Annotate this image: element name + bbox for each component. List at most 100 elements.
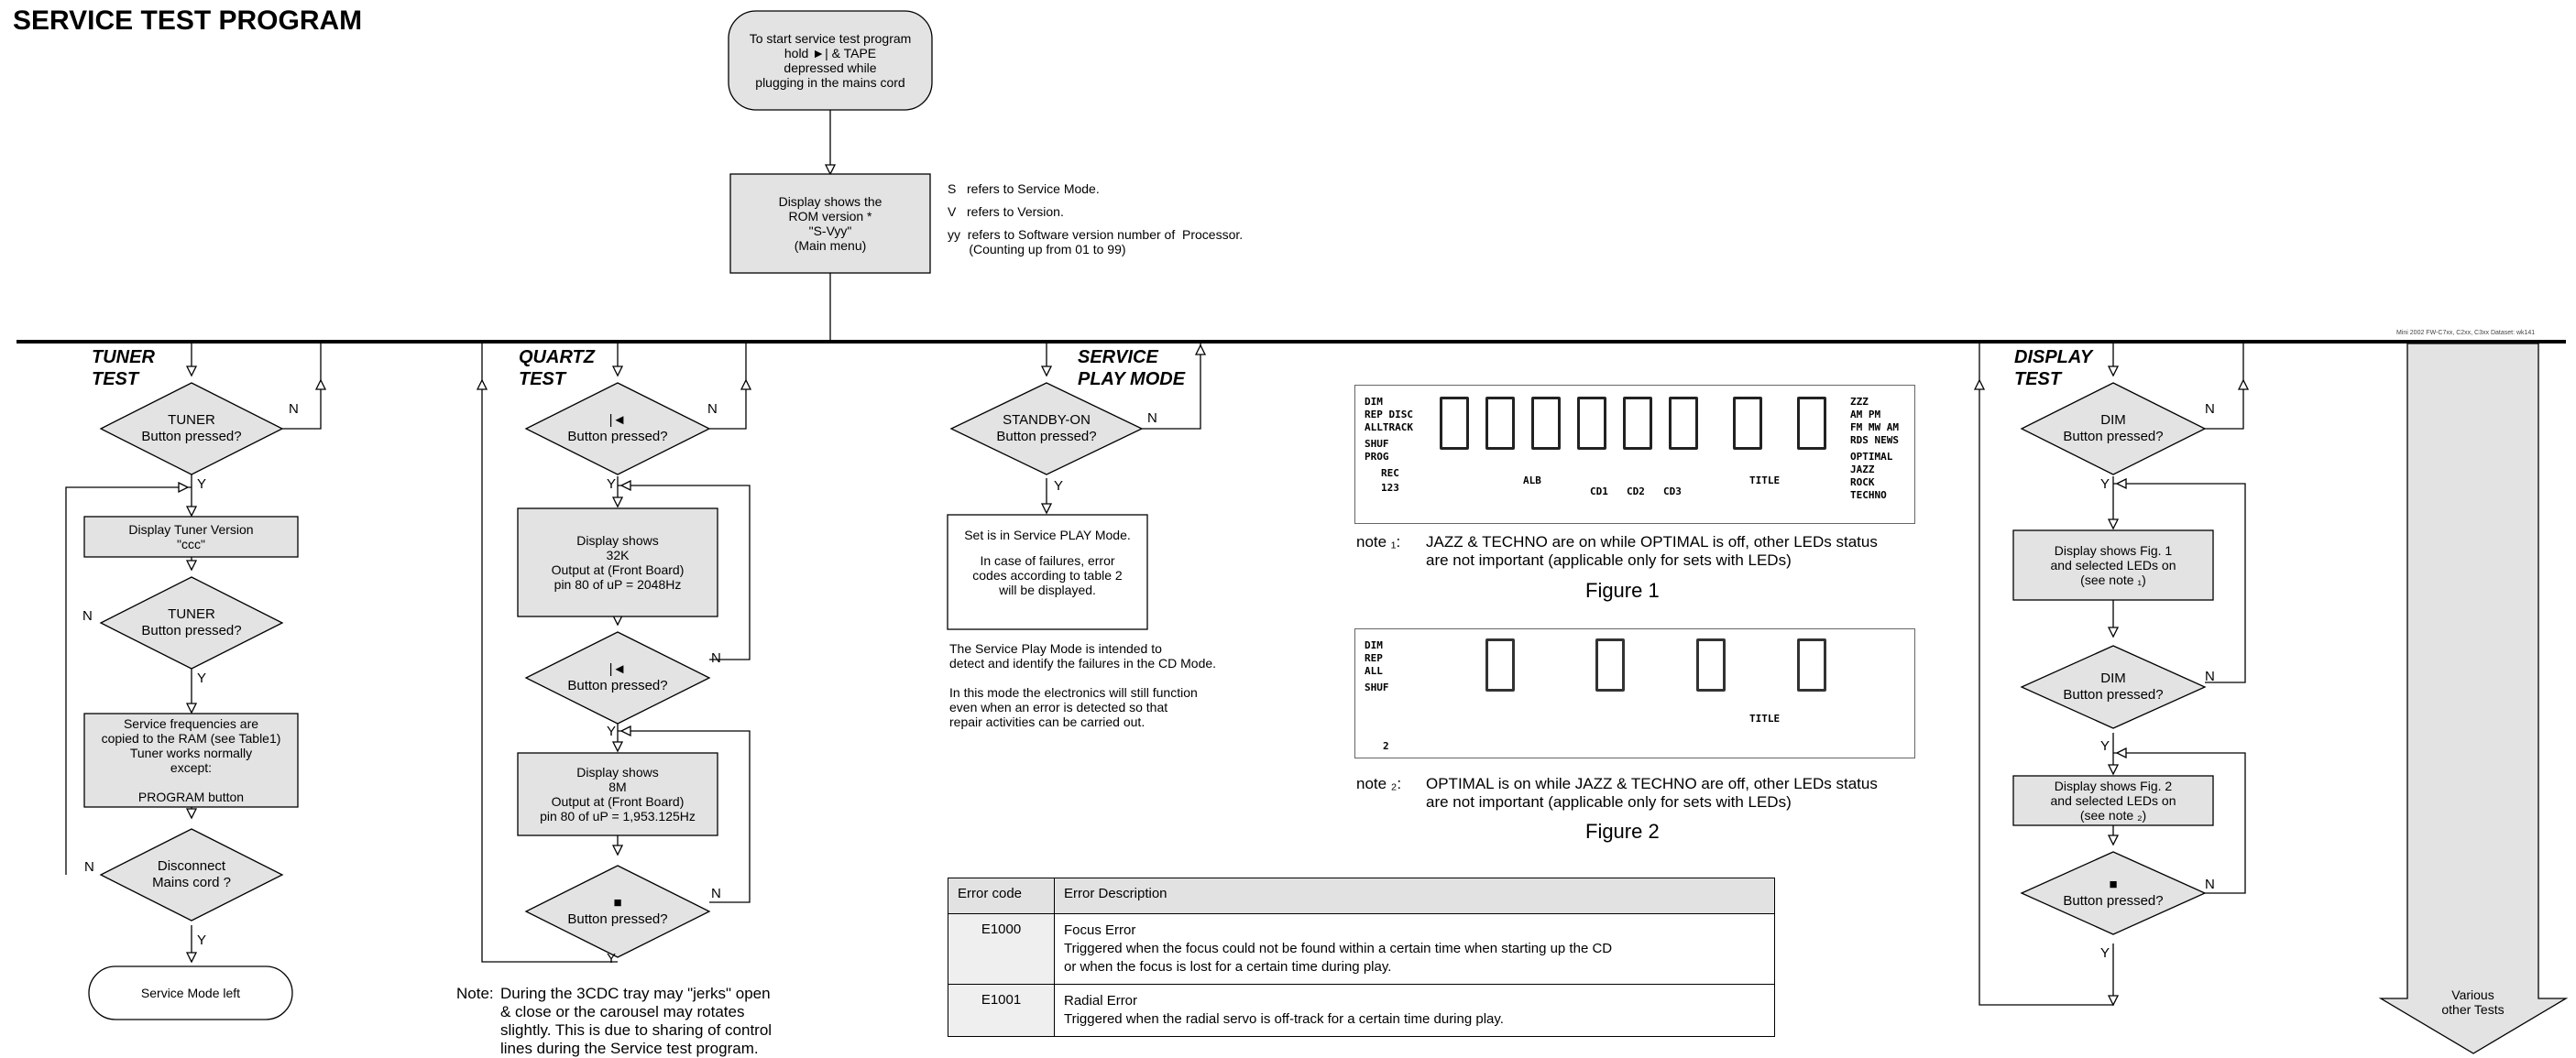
fig1-note-line-2: are not important (applicable only for s…: [1426, 551, 1792, 569]
display-box-2: Display shows Fig. 2 and selected LEDs o…: [2013, 776, 2213, 825]
version-legend: S refers to Service Mode. V refers to Ve…: [948, 181, 1243, 256]
fig1-label-zzz: ZZZ: [1850, 396, 1869, 408]
display-d1-line-1: DIM: [2100, 412, 2126, 428]
tuner-d1-line-1: TUNER: [168, 412, 215, 428]
quartz-box-2: Display shows 8M Output at (Front Board)…: [518, 753, 718, 835]
fig2-segment-3: [1696, 638, 1726, 692]
fig1-segment-4: [1577, 397, 1606, 450]
quartz-note: Note: During the 3CDC tray may "jerks" o…: [456, 985, 849, 1058]
tuner-test-label: TUNER TEST: [92, 346, 155, 390]
display-box1-line-2: and selected LEDs on: [2050, 558, 2176, 573]
service-paragraph-1: The Service Play Mode is intended to det…: [949, 641, 1216, 671]
tuner-box1-line-2: "ccc": [177, 537, 205, 551]
start-line-3: depressed while: [784, 60, 877, 75]
legend-line-yy-range: (Counting up from 01 to 99): [948, 242, 1126, 256]
display-decision-2-shape: [2020, 645, 2207, 729]
quartz-d3-line-1: ■: [613, 895, 622, 911]
service-label-1: SERVICE: [1078, 347, 1158, 367]
tuner-box-1-shape: [83, 516, 299, 558]
service-play-label: SERVICE PLAY MODE: [1078, 346, 1185, 390]
other-tests-arrow: Various other Tests: [2407, 984, 2538, 1020]
quartz-decision-1: |◄ Button pressed?: [535, 412, 700, 445]
fig1-segment-2: [1485, 397, 1515, 450]
quartz-decision-3-shape: [524, 865, 711, 958]
display-test-label: DISPLAY TEST: [2014, 346, 2092, 390]
quartz-d3-no: N: [711, 886, 721, 901]
main-menu-shape: [729, 173, 931, 274]
service-para1-line-1: The Service Play Mode is intended to: [949, 641, 1162, 656]
start-line-1: To start service test program: [749, 31, 912, 46]
display-box2-line-1: Display shows Fig. 2: [2054, 779, 2173, 793]
tuner-box2-line-4: except:: [170, 760, 213, 775]
error-code-cell: E1000: [948, 913, 1055, 985]
quartz-d2-line-1: |◄: [608, 661, 627, 677]
tuner-d1-yes: Y: [197, 476, 207, 492]
service-box1-line-1: Set is in Service PLAY Mode.: [964, 528, 1131, 542]
error-description-header: Error Description: [1054, 878, 1775, 914]
display-decision-2: DIM Button pressed?: [2031, 671, 2196, 704]
fig1-label-rec: REC: [1381, 467, 1399, 479]
quartz-box1-line-3: Output at (Front Board): [551, 562, 685, 577]
fig2-note-body: OPTIMAL is on while JAZZ & TECHNO are of…: [1426, 775, 1924, 812]
tuner-d2-no: N: [82, 608, 93, 624]
tuner-d3-line-2: Mains cord ?: [152, 875, 231, 890]
table-row: E1000 Focus Error Triggered when the foc…: [948, 913, 1775, 985]
display-d2-no: N: [2205, 669, 2215, 684]
service-box-1: Set is in Service PLAY Mode. In case of …: [948, 515, 1147, 629]
tuner-d2-line-1: TUNER: [168, 606, 215, 622]
error-desc-line-2: or when the focus is lost for a certain …: [1064, 959, 1392, 975]
page-title: SERVICE TEST PROGRAM: [13, 5, 363, 36]
quartz-d1-no: N: [707, 401, 718, 417]
fig1-label-rds: RDS NEWS: [1850, 434, 1899, 446]
error-description-cell: Focus Error Triggered when the focus cou…: [1054, 913, 1775, 985]
fig2-label-2: 2: [1383, 740, 1389, 752]
display-decision-3-shape: [2020, 851, 2207, 935]
tuner-box-2: Service frequencies are copied to the RA…: [84, 714, 298, 807]
quartz-note-line-1: During the 3CDC tray may "jerks" open: [500, 985, 771, 1002]
service-paragraph-2: In this mode the electronics will still …: [949, 685, 1198, 729]
quartz-label-2: TEST: [519, 369, 566, 389]
display-decision-1: DIM Button pressed?: [2031, 412, 2196, 445]
tuner-label-2: TEST: [92, 369, 139, 389]
quartz-box2-line-4: pin 80 of uP = 1,953.125Hz: [540, 809, 696, 823]
quartz-note-body: During the 3CDC tray may "jerks" open & …: [500, 985, 849, 1058]
service-label-2: PLAY MODE: [1078, 369, 1186, 389]
legend-line-s: S refers to Service Mode.: [948, 181, 1100, 196]
fig1-segment-3: [1531, 397, 1561, 450]
main-menu-line-1: Display shows the: [778, 194, 882, 209]
tuner-decision-1-shape: [99, 382, 284, 475]
quartz-note-line-4: lines during the Service test program.: [500, 1040, 759, 1057]
tuner-end-node: Service Mode left: [140, 986, 241, 1000]
main-menu-line-3: "S-Vyy": [808, 224, 852, 238]
display-box1-line-1: Display shows Fig. 1: [2054, 543, 2173, 558]
tuner-d3-yes: Y: [197, 933, 207, 948]
quartz-d1-yes: Y: [607, 476, 617, 492]
fig2-segment-1: [1485, 638, 1515, 692]
quartz-d2-yes: Y: [607, 724, 617, 739]
service-para1-line-2: detect and identify the failures in the …: [949, 656, 1217, 671]
tuner-decision-3: Disconnect Mains cord ?: [110, 858, 273, 891]
quartz-d3-yes: Y: [607, 951, 617, 966]
error-desc-line-1: Triggered when the focus could not be fo…: [1064, 941, 1613, 956]
display-d1-yes: Y: [2100, 476, 2110, 492]
fig2-label-all: ALL: [1365, 665, 1383, 677]
main-menu-line-2: ROM version *: [788, 209, 872, 224]
service-box-1-shape: [947, 514, 1148, 630]
error-description-cell: Radial Error Triggered when the radial s…: [1054, 984, 1775, 1037]
tuner-d2-line-2: Button pressed?: [141, 623, 242, 638]
legend-line-v: V refers to Version.: [948, 204, 1064, 219]
display-label-2: TEST: [2014, 369, 2062, 389]
service-d1-yes: Y: [1054, 478, 1064, 494]
fig1-note-body: JAZZ & TECHNO are on while OPTIMAL is of…: [1426, 533, 1924, 570]
fig1-label-cd3: CD3: [1663, 485, 1682, 497]
fig1-label-fm: FM MW AM: [1850, 421, 1899, 433]
quartz-box1-line-2: 32K: [606, 548, 630, 562]
fig2-label-rep: REP: [1365, 652, 1383, 664]
start-line-4: plugging in the mains cord: [755, 75, 905, 90]
service-para2-line-3: repair activities can be carried out.: [949, 714, 1145, 729]
display-box-1: Display shows Fig. 1 and selected LEDs o…: [2013, 530, 2213, 600]
fig1-segment-1: [1440, 397, 1469, 450]
tuner-decision-1: TUNER Button pressed?: [110, 412, 273, 445]
tuner-box2-line-2: copied to the RAM (see Table1): [101, 731, 281, 746]
